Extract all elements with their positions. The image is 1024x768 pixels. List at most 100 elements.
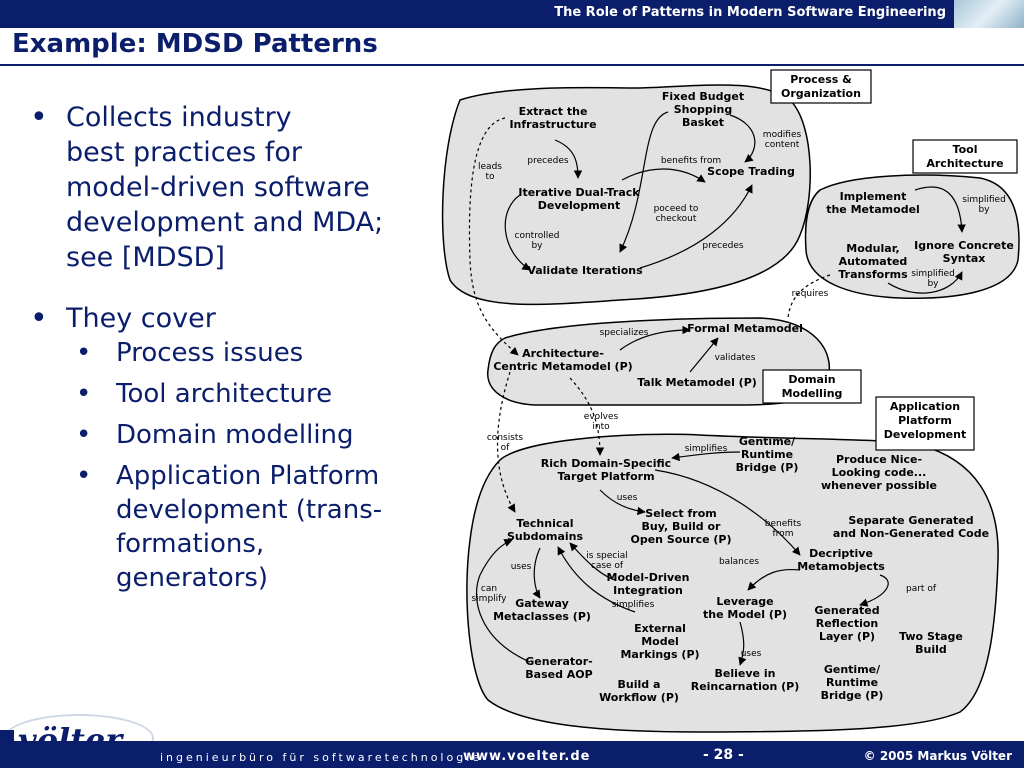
relation-label-specializes: specializes: [600, 328, 649, 338]
edge-iterative-benefits-scope: [621, 168, 706, 183]
edge-aop-cansimplify-tech: [475, 539, 531, 663]
pattern-node-arch-mm: Architecture-Centric Metamodel (P): [493, 347, 632, 373]
edge-fixedbudget-proceed-validate: [619, 111, 669, 253]
bullet-icon: •: [76, 338, 92, 368]
edge-validate-precedes-scope: [639, 184, 753, 269]
process-group-box: [770, 69, 872, 104]
relation-edges: [475, 111, 966, 666]
edge-leverage-uses-reincarnation: [738, 621, 747, 666]
slide-title: Example: MDSD Patterns: [12, 29, 378, 59]
footer-copyright: © 2005 Markus Völter: [863, 749, 1012, 763]
sub-bullet-item: • Application Platform development (tran…: [76, 459, 430, 595]
edge-external-simplifies-tech: [557, 546, 636, 613]
relation-label-precedes1: precedes: [527, 156, 568, 166]
group-label-process: Process &Organization: [781, 73, 861, 100]
edge-implement-simplified-ignore: [914, 186, 966, 233]
relation-label-balances: balances: [719, 557, 759, 567]
bullet-line: model-driven software: [66, 172, 370, 203]
relation-label-uses1: uses: [617, 493, 638, 503]
edge-mdi-special-tech: [569, 542, 616, 581]
bullet-line: best practices for: [66, 137, 302, 168]
pattern-node-nice-code: Produce Nice-Looking code...whenever pos…: [821, 453, 937, 492]
bullet-line: development (trans-: [116, 495, 383, 525]
sub-bullet-item: • Process issues: [76, 336, 430, 370]
footer-company: ingenieurbüro für softwaretechnologie: [160, 751, 483, 764]
page-number: - 28 -: [703, 747, 744, 763]
sub-bullet-item: • Domain modelling: [76, 418, 430, 452]
pattern-node-formal-mm: Formal Metamodel: [687, 322, 803, 335]
corner-photo: [954, 0, 1024, 28]
relation-label-uses3: uses: [741, 649, 762, 659]
relation-label-validates: validates: [715, 353, 756, 363]
edge-modular-requires-arch: [787, 274, 831, 319]
pattern-node-aop: Generator-Based AOP: [525, 655, 592, 681]
pattern-node-validate: Validate Iterations: [527, 264, 643, 277]
edge-descriptive-partof-reflection: [859, 574, 889, 607]
relation-label-simplifies1: simplifies: [685, 444, 728, 454]
bullet-line: They cover: [66, 303, 216, 334]
edge-rich-benefits-descriptive: [654, 469, 801, 556]
bullet-icon: •: [76, 379, 92, 409]
relation-label-part-of: part of: [906, 584, 937, 594]
bullet-line: Tool architecture: [116, 379, 333, 409]
edge-talk-validates-formal: [689, 337, 719, 373]
bullet-icon: •: [76, 420, 92, 450]
edge-fixedbudget-modifies-scope: [729, 114, 756, 163]
edge-arch-specializes-formal: [619, 325, 691, 351]
bullet-item: • Collects industry best practices for m…: [30, 100, 430, 275]
sub-bullet-item: • Tool architecture: [76, 377, 430, 411]
dashed-edges: [468, 117, 831, 513]
relation-label-precedes2: precedes: [702, 241, 743, 251]
course-title: The Role of Patterns in Modern Software …: [554, 5, 946, 20]
app-group-box: [875, 396, 975, 451]
domain-group-box: [762, 369, 862, 404]
pattern-node-talk-mm: Talk Metamodel (P): [637, 376, 757, 389]
bullet-line: development and MDA;: [66, 207, 384, 238]
bullet-line: Domain modelling: [116, 420, 354, 450]
edge-modular-simplified-ignore: [887, 271, 963, 294]
bullet-line: see [MDSD]: [66, 242, 225, 273]
edge-descriptive-balances-leverage: [747, 568, 801, 591]
edge-iterative-controlled-validate: [504, 194, 531, 271]
edge-arch-consists-tech: [496, 371, 516, 513]
header-bar: The Role of Patterns in Modern Software …: [0, 0, 1024, 28]
edge-extract-leads-arch: [468, 117, 519, 356]
relation-label-benefits-from1: benefits from: [661, 156, 721, 166]
bullet-icon: •: [30, 100, 48, 135]
edge-gentime-simplifies-rich: [671, 451, 741, 462]
bullet-line: formations,: [116, 529, 265, 559]
pattern-node-scope-trading: Scope Trading: [707, 165, 795, 178]
bullet-line: Collects industry: [66, 102, 292, 133]
